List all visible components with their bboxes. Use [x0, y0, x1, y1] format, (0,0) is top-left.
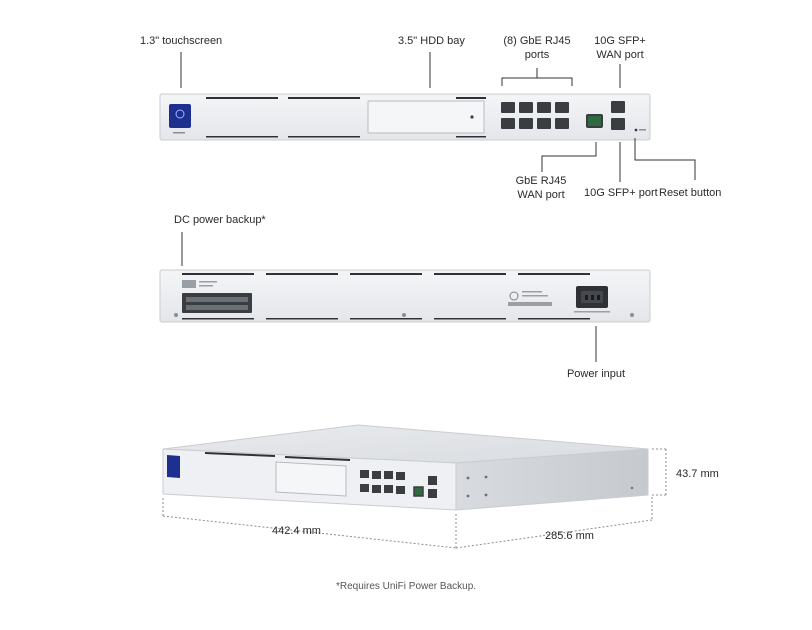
rear-logo-icon — [509, 291, 519, 301]
hdd-bay-release — [470, 115, 474, 119]
label-hdd-bay: 3.5" HDD bay — [398, 35, 465, 47]
front-leader-lines — [180, 52, 696, 182]
label-sfp-wan: 10G SFP+ WAN port — [594, 34, 646, 62]
rear-vent-slots — [182, 273, 590, 320]
iso-side-face — [455, 448, 649, 511]
label-power-input: Power input — [566, 368, 626, 380]
label-rj45-ports-line1: (8) GbE RJ45 — [503, 35, 571, 47]
label-sfp-wan-line2: WAN port — [596, 49, 644, 61]
label-sfp-wan-line1: 10G SFP+ — [594, 35, 646, 47]
touchscreen-logo — [175, 109, 185, 119]
sfp-port — [611, 118, 625, 130]
rear-leader-lines — [181, 232, 597, 362]
hdd-bay-door — [367, 100, 485, 134]
label-dimension-width: 442.4 mm — [272, 525, 321, 537]
label-rj45-wan-line1: GbE RJ45 — [515, 175, 567, 187]
rj45-wan-port — [586, 114, 603, 128]
rj45-lan-ports — [501, 102, 569, 129]
label-rj45-wan-line2: WAN port — [517, 189, 565, 201]
label-rj45-ports-line2: ports — [524, 49, 550, 61]
sfp-wan-port — [611, 101, 625, 113]
footnote: *Requires UniFi Power Backup. — [335, 581, 477, 592]
isometric-view — [162, 424, 668, 550]
front-vent-slots — [206, 97, 486, 138]
rear-view — [159, 232, 651, 362]
label-touchscreen: 1.3" touchscreen — [140, 35, 223, 47]
touchscreen-display — [169, 104, 191, 128]
front-view — [159, 52, 696, 182]
iso-rj45-ports — [360, 470, 405, 494]
label-dc-power: DC power backup* — [174, 214, 266, 226]
label-rj45-wan: GbE RJ45 WAN port — [516, 174, 567, 202]
label-reset-button: Reset button — [659, 187, 722, 199]
iso-hdd-bay — [275, 461, 347, 497]
label-dimension-height: 43.7 mm — [676, 468, 719, 480]
label-dimension-depth: 285.6 mm — [545, 530, 594, 542]
label-rj45-ports: (8) GbE RJ45 ports — [503, 34, 570, 62]
label-sfp-port: 10G SFP+ port — [584, 187, 658, 199]
iso-touchscreen — [167, 455, 180, 478]
reset-button-hole — [634, 128, 638, 132]
rear-chassis — [159, 269, 651, 323]
dimension-lines — [162, 448, 668, 550]
